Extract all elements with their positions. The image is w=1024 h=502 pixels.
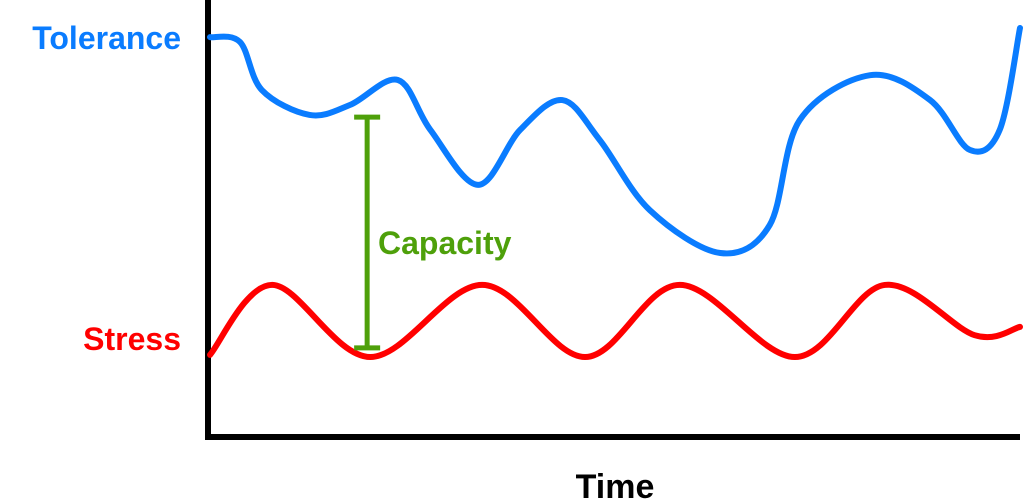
x-axis-label: Time — [576, 468, 655, 502]
tolerance-label: Tolerance — [32, 20, 181, 56]
capacity-bracket — [354, 114, 381, 351]
tolerance-line — [207, 24, 1023, 257]
stress-label: Stress — [83, 321, 181, 357]
capacity-label: Capacity — [378, 225, 512, 261]
stress-line — [207, 281, 1023, 361]
